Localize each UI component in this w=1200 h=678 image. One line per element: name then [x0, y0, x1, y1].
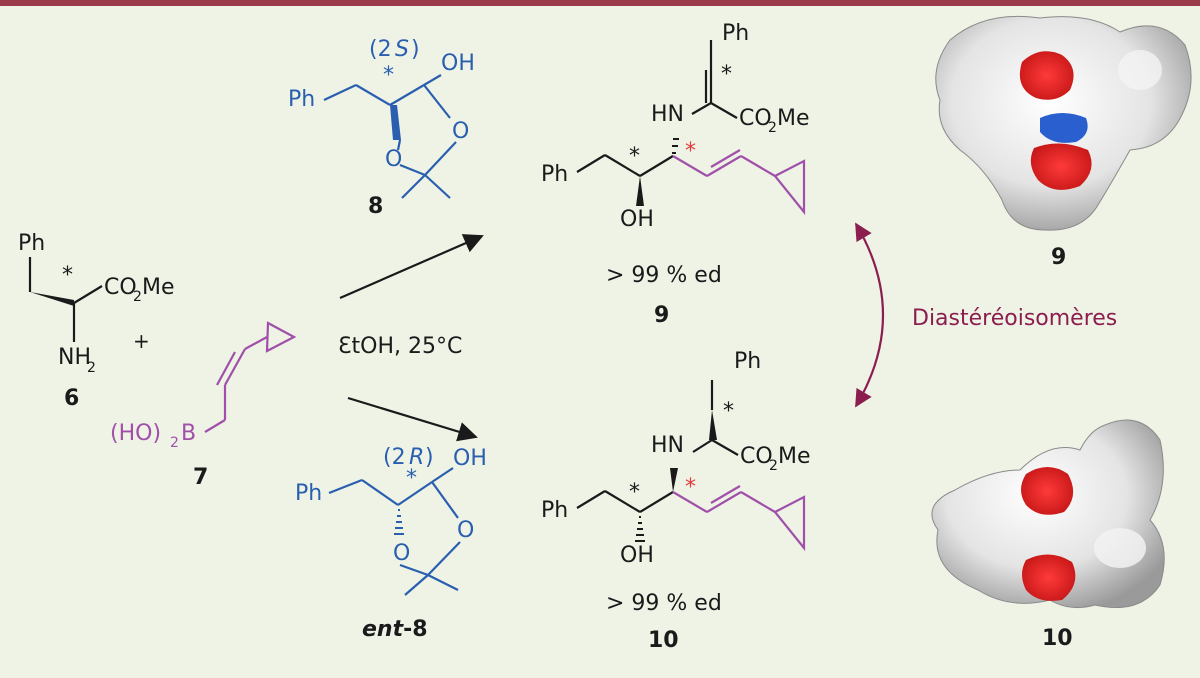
c10-ph-top: Ph [734, 349, 761, 374]
c8-stereo-close: ) [411, 37, 420, 62]
compound-8-number: 8 [368, 194, 383, 219]
c10-co-sub: 2 [769, 458, 778, 474]
compound-9: Ph * HN CO 2 Me Ph * * OH [541, 21, 810, 232]
c7-ho-sub: 2 [170, 435, 179, 451]
compound-6-number: 6 [64, 386, 79, 411]
c6-co-sub: 2 [133, 289, 142, 305]
c6-nh-text: NH [58, 345, 91, 370]
compound-ent-8: Ph (2 R ) * OH O O [295, 445, 487, 596]
c10-oh: OH [620, 543, 654, 568]
diastereo-arrow [855, 222, 884, 408]
compound-9-number: 9 [654, 303, 669, 328]
model-9-label: 9 [1051, 245, 1066, 270]
ent8-stereo-close: ) [425, 445, 434, 470]
c9-star-red: * [685, 139, 696, 164]
arrow-to-9 [339, 234, 484, 300]
ed-10: > 99 % ed [606, 591, 722, 616]
plus-sign: + [133, 329, 150, 353]
top-band [0, 0, 1200, 6]
ent8-o-left: O [393, 541, 410, 566]
ent8-star: * [406, 466, 417, 491]
model-10-label: 10 [1042, 626, 1073, 651]
c9-star-top: * [721, 62, 732, 87]
compound-7: (HO) 2 B [110, 321, 297, 451]
molecular-surface-9 [935, 15, 1192, 231]
c9-star-mid: * [629, 144, 640, 169]
molecular-surface-10 [931, 419, 1165, 609]
c10-star-mid: * [629, 480, 640, 505]
ent8-prefix: ent [362, 617, 405, 642]
compound-10-number: 10 [648, 628, 679, 653]
c9-oh: OH [620, 207, 654, 232]
c7-boron: B [181, 421, 196, 446]
compound-10: Ph * HN CO 2 Me Ph * * OH [541, 349, 811, 568]
compound-8: Ph (2 S ) * OH O O [288, 37, 475, 199]
c9-me-text: Me [777, 106, 810, 131]
c10-co-text: CO [740, 444, 773, 469]
c8-ph: Ph [288, 87, 315, 112]
c6-ph: Ph [18, 231, 45, 256]
c7-ho-text: (HO) [110, 421, 161, 446]
ent8-stereo-letter: R [409, 445, 424, 470]
c8-oh: OH [441, 51, 475, 76]
c9-ph-left: Ph [541, 162, 568, 187]
ent8-stereo-open: (2 [383, 445, 406, 470]
c8-o-left: O [385, 147, 402, 172]
c8-o-right: O [452, 119, 469, 144]
compound-7-number: 7 [193, 465, 208, 490]
c8-stereo-letter: S [395, 37, 409, 62]
c9-co-text: CO [739, 106, 772, 131]
ent8-o-right: O [457, 518, 474, 543]
c10-star-top: * [723, 399, 734, 424]
c6-co-text: CO [104, 275, 137, 300]
c10-me-text: Me [778, 444, 811, 469]
ed-9: > 99 % ed [606, 263, 722, 288]
compound-6: Ph * CO 2 Me NH 2 6 + [18, 231, 175, 411]
c10-ph-left: Ph [541, 498, 568, 523]
reaction-conditions: ƐtOH, 25°C [338, 334, 462, 359]
ent-8-label: ent-8 [362, 617, 428, 642]
c6-star: * [62, 263, 73, 288]
diastereo-label: Diastéréoisomères [912, 306, 1117, 331]
c8-stereo-open: (2 [369, 37, 392, 62]
ent8-ph: Ph [295, 481, 322, 506]
c6-nh-sub: 2 [87, 360, 96, 376]
ent8-oh: OH [453, 446, 487, 471]
c6-me-text: Me [142, 275, 175, 300]
c9-hn: HN [651, 102, 684, 127]
ent8-suffix: -8 [403, 617, 427, 642]
c10-star-red: * [685, 475, 696, 500]
arrow-to-10 [347, 396, 478, 442]
c10-hn: HN [651, 433, 684, 458]
c9-ph-top: Ph [722, 21, 749, 46]
c9-co-sub: 2 [768, 120, 777, 136]
c8-star: * [383, 63, 394, 88]
